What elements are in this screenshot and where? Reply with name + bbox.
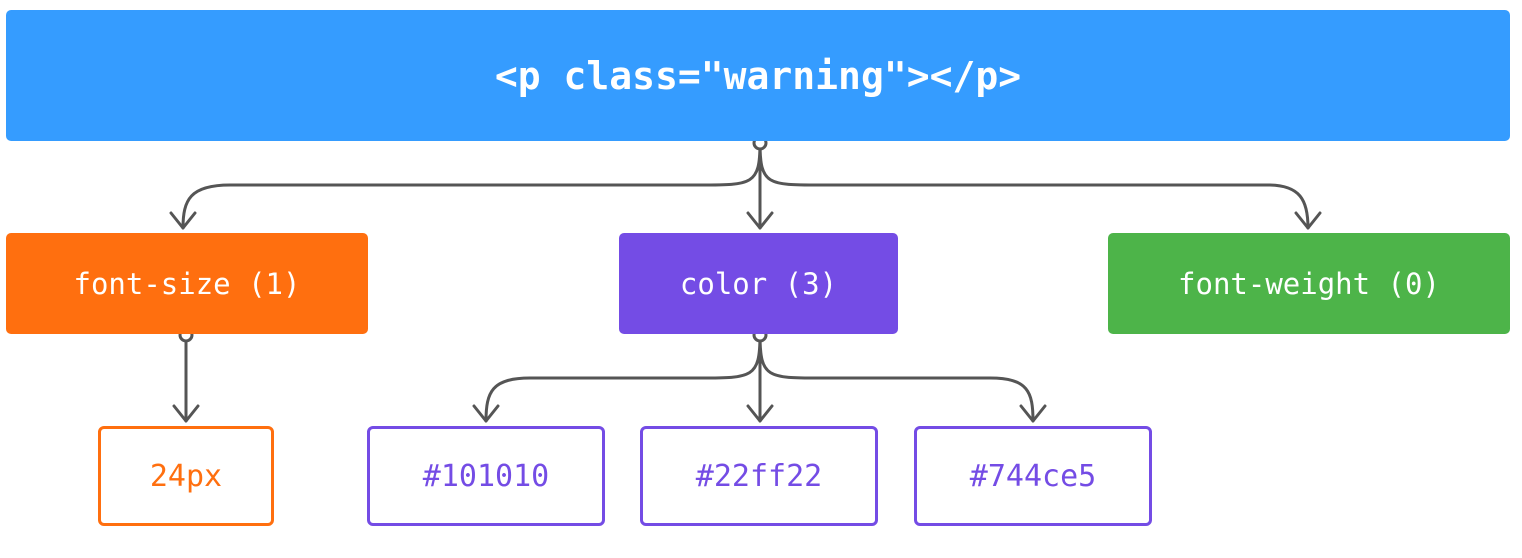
color-label: color (3) [679,266,838,301]
value-node-101010: #101010 [367,426,605,526]
arrowhead-font-weight [1294,211,1322,230]
value-node-744ce5: #744ce5 [914,426,1152,526]
edge-root-to-font-size [181,141,762,230]
font-size-label: font-size (1) [73,266,301,301]
edge-color-to-101010 [484,333,762,423]
root-element-label: <p class="warning"></p> [494,53,1022,98]
arrowhead-color [746,211,774,230]
arrowhead-744ce5 [1019,404,1047,423]
value-label: #101010 [422,458,550,494]
font-weight-node: font-weight (0) [1108,233,1510,334]
font-weight-label: font-weight (0) [1178,266,1440,301]
arrowhead-24px [172,404,200,423]
arrowhead-101010 [472,404,500,423]
value-label: #22ff22 [695,458,823,494]
color-node: color (3) [619,233,898,334]
edge-color-to-744ce5 [758,333,1035,423]
edge-root-to-font-weight [758,141,1310,230]
value-label: #744ce5 [969,458,1097,494]
root-element-node: <p class="warning"></p> [6,10,1510,141]
value-label: 24px [149,458,223,494]
font-size-node: font-size (1) [6,233,368,334]
value-node-24px: 24px [98,426,274,526]
value-node-22ff22: #22ff22 [640,426,878,526]
arrowhead-font-size [169,211,197,230]
arrowhead-22ff22 [746,404,774,423]
